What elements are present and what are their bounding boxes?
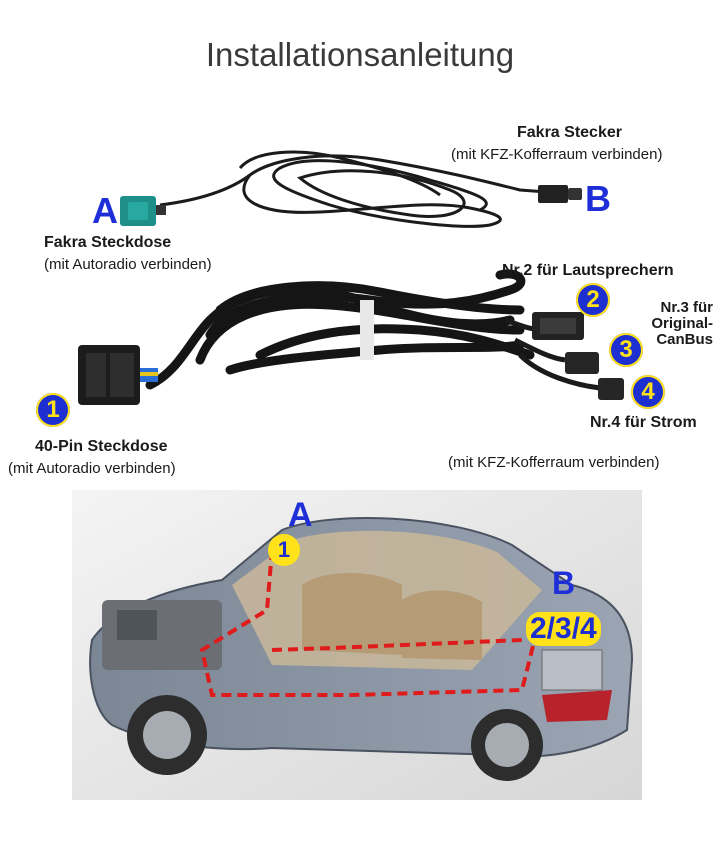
badge-3: 3 (609, 333, 643, 367)
pin40-desc: (mit Autoradio verbinden) (8, 460, 176, 477)
cable-tie (360, 300, 374, 360)
fakra-steckdose-desc: (mit Autoradio verbinden) (44, 256, 212, 273)
label-letter-b: B (585, 178, 611, 219)
pin40-socket (78, 345, 158, 405)
label-nr3-line1: Nr.3 für (660, 299, 713, 316)
label-nr3-line3: CanBus (656, 331, 713, 348)
pin40-title: 40-Pin Steckdose (35, 438, 168, 455)
fakra-socket-a (120, 196, 166, 226)
cable-route (199, 549, 544, 697)
fakra-plug-b (538, 185, 582, 203)
fakra-steckdose-title: Fakra Steckdose (44, 234, 172, 251)
trunk-desc: (mit KFZ-Kofferraum verbinden) (448, 454, 660, 471)
label-nr3: Nr.3 für Original- CanBus (645, 300, 713, 348)
label-nr2: Nr.2 für Lautsprechern (502, 262, 674, 279)
badge-2: 2 (576, 283, 610, 317)
connector-2 (532, 312, 584, 340)
label-letter-a: A (92, 190, 118, 231)
badge-4: 4 (631, 375, 665, 409)
badge-1: 1 (36, 393, 70, 427)
label-nr4: Nr.4 für Strom (590, 414, 697, 431)
main-harness (145, 269, 535, 390)
label-nr3-line2: Original- (651, 315, 713, 332)
page-title: Installationsanleitung (205, 36, 515, 73)
photo-letter-a: A (288, 496, 313, 534)
fakra-stecker-desc: (mit KFZ-Kofferraum verbinden) (451, 146, 663, 163)
photo-badges-234: 2/3/4 (526, 612, 601, 646)
photo-letter-b: B (552, 565, 576, 601)
connector-3 (565, 352, 599, 374)
fakra-stecker-title: Fakra Stecker (517, 124, 622, 141)
connector-4 (598, 378, 624, 400)
fakra-cable (159, 150, 561, 228)
photo-badge-1: 1 (268, 534, 300, 566)
